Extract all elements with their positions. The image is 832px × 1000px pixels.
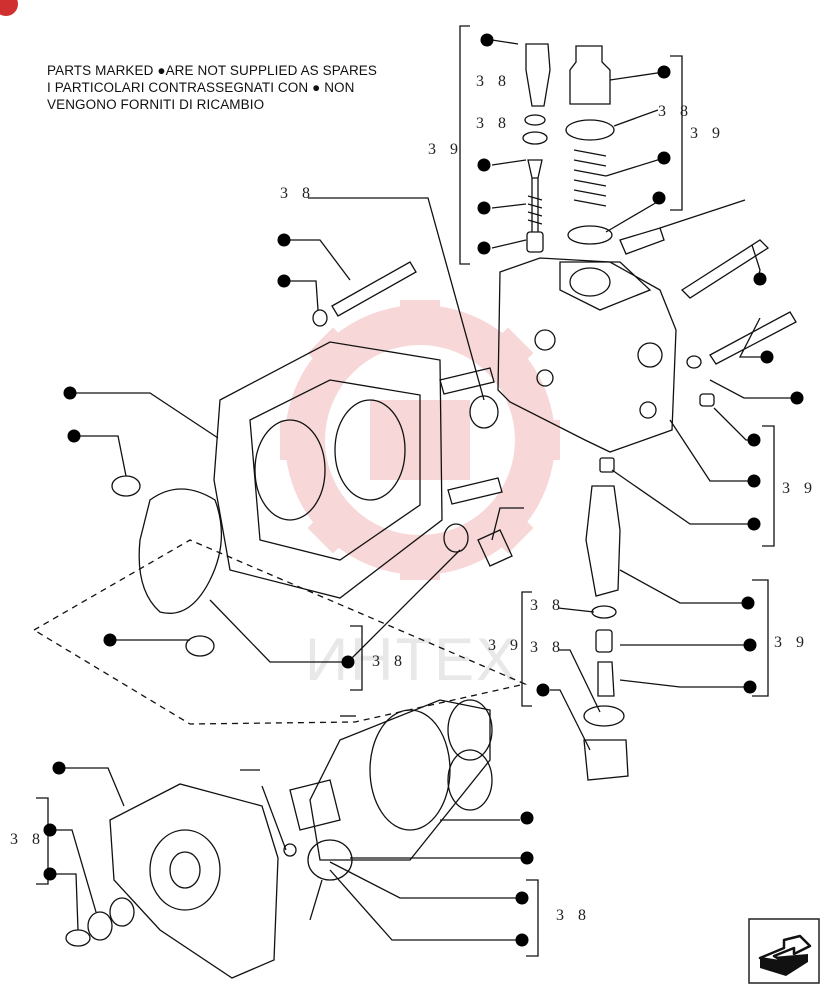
- filled-circle-icon: [515, 933, 529, 947]
- filled-circle-icon: [341, 655, 355, 669]
- callout-38: 3 8: [556, 907, 591, 924]
- filled-circle-icon: [63, 386, 77, 400]
- callout-38: 3 8: [476, 115, 511, 132]
- filled-circle-icon: [277, 233, 291, 247]
- callout-38: 3 8: [10, 831, 45, 848]
- callout-39: 3 9: [428, 141, 463, 158]
- filled-circle-icon: [520, 811, 534, 825]
- filled-circle-icon: [657, 65, 671, 79]
- filled-circle-icon: [536, 683, 550, 697]
- bracket-bottom-left: [36, 797, 49, 885]
- callout-39: 3 9: [782, 480, 817, 497]
- front-cover: [109, 783, 279, 979]
- filled-circle-icon: [747, 433, 761, 447]
- filled-circle-icon: [480, 33, 494, 47]
- filled-circle-icon: [67, 429, 81, 443]
- callout-38: 3 8: [530, 639, 565, 656]
- spares-notice-line-1: PARTS MARKED ●ARE NOT SUPPLIED AS SPARES: [47, 63, 377, 78]
- filled-circle-icon: [477, 201, 491, 215]
- filled-circle-icon: [520, 851, 534, 865]
- callout-39: 3 9: [774, 634, 809, 651]
- valve-cap: [569, 45, 611, 105]
- filled-circle-icon: [43, 867, 57, 881]
- valve-plug: [525, 43, 551, 107]
- corner-badge-icon: [0, 0, 18, 16]
- callout-38: 3 8: [476, 73, 511, 90]
- filled-circle-icon: [657, 151, 671, 165]
- filled-circle-icon: [477, 158, 491, 172]
- callout-39: 3 9: [488, 637, 523, 654]
- bracket-top-left: [459, 25, 470, 265]
- callout-38: 3 8: [530, 597, 565, 614]
- filled-circle-icon: [52, 761, 66, 775]
- spares-notice-line-2: I PARTICOLARI CONTRASSEGNATI CON ● NON: [47, 80, 355, 95]
- filled-circle-icon: [753, 272, 767, 286]
- callout-labels: 3 8 3 8 3 9 3 8 3 9 3 8 3 9 3 8 3 9 3 8 …: [10, 73, 817, 924]
- filled-circle-icon: [760, 350, 774, 364]
- filled-circle-icon: [652, 191, 666, 205]
- filled-circle-icon: [43, 823, 57, 837]
- filled-circle-icon: [743, 638, 757, 652]
- filled-circle-icon: [277, 274, 291, 288]
- gasket: [138, 488, 223, 614]
- filled-circle-icon: [790, 391, 804, 405]
- parts-drawing: [32, 25, 797, 979]
- next-page-arrow-icon: [748, 918, 820, 984]
- bracket-center: [350, 625, 363, 691]
- filled-circle-icon: [103, 633, 117, 647]
- bracket-right-1: [762, 425, 775, 547]
- filled-circle-icon: [515, 891, 529, 905]
- pump-body: [213, 341, 443, 599]
- filled-circle-icon: [743, 680, 757, 694]
- callout-38: 3 8: [372, 653, 407, 670]
- bracket-top-right: [670, 55, 683, 211]
- callout-38: 3 8: [658, 103, 693, 120]
- gear-assembly: [309, 699, 491, 861]
- spares-notice: PARTS MARKED ●ARE NOT SUPPLIED AS SPARES…: [47, 62, 377, 113]
- spares-notice-line-3: VENGONO FORNITI DI RICAMBIO: [47, 97, 265, 112]
- dashed-plane: [32, 539, 528, 725]
- valve-body: [497, 257, 677, 453]
- not-supplied-bullets: [43, 33, 804, 947]
- bracket-bottom-right: [526, 879, 539, 957]
- bracket-left-2: [521, 591, 532, 707]
- filled-circle-icon: [477, 241, 491, 255]
- filled-circle-icon: [747, 474, 761, 488]
- callout-39: 3 9: [690, 125, 725, 142]
- spool: [585, 485, 621, 597]
- callout-38: 3 8: [280, 185, 315, 202]
- filled-circle-icon: [741, 596, 755, 610]
- bracket-right-2: [752, 579, 769, 697]
- watermark-text: ИНТЕХ: [305, 626, 518, 693]
- filled-circle-icon: [747, 517, 761, 531]
- next-page-button[interactable]: [748, 918, 820, 984]
